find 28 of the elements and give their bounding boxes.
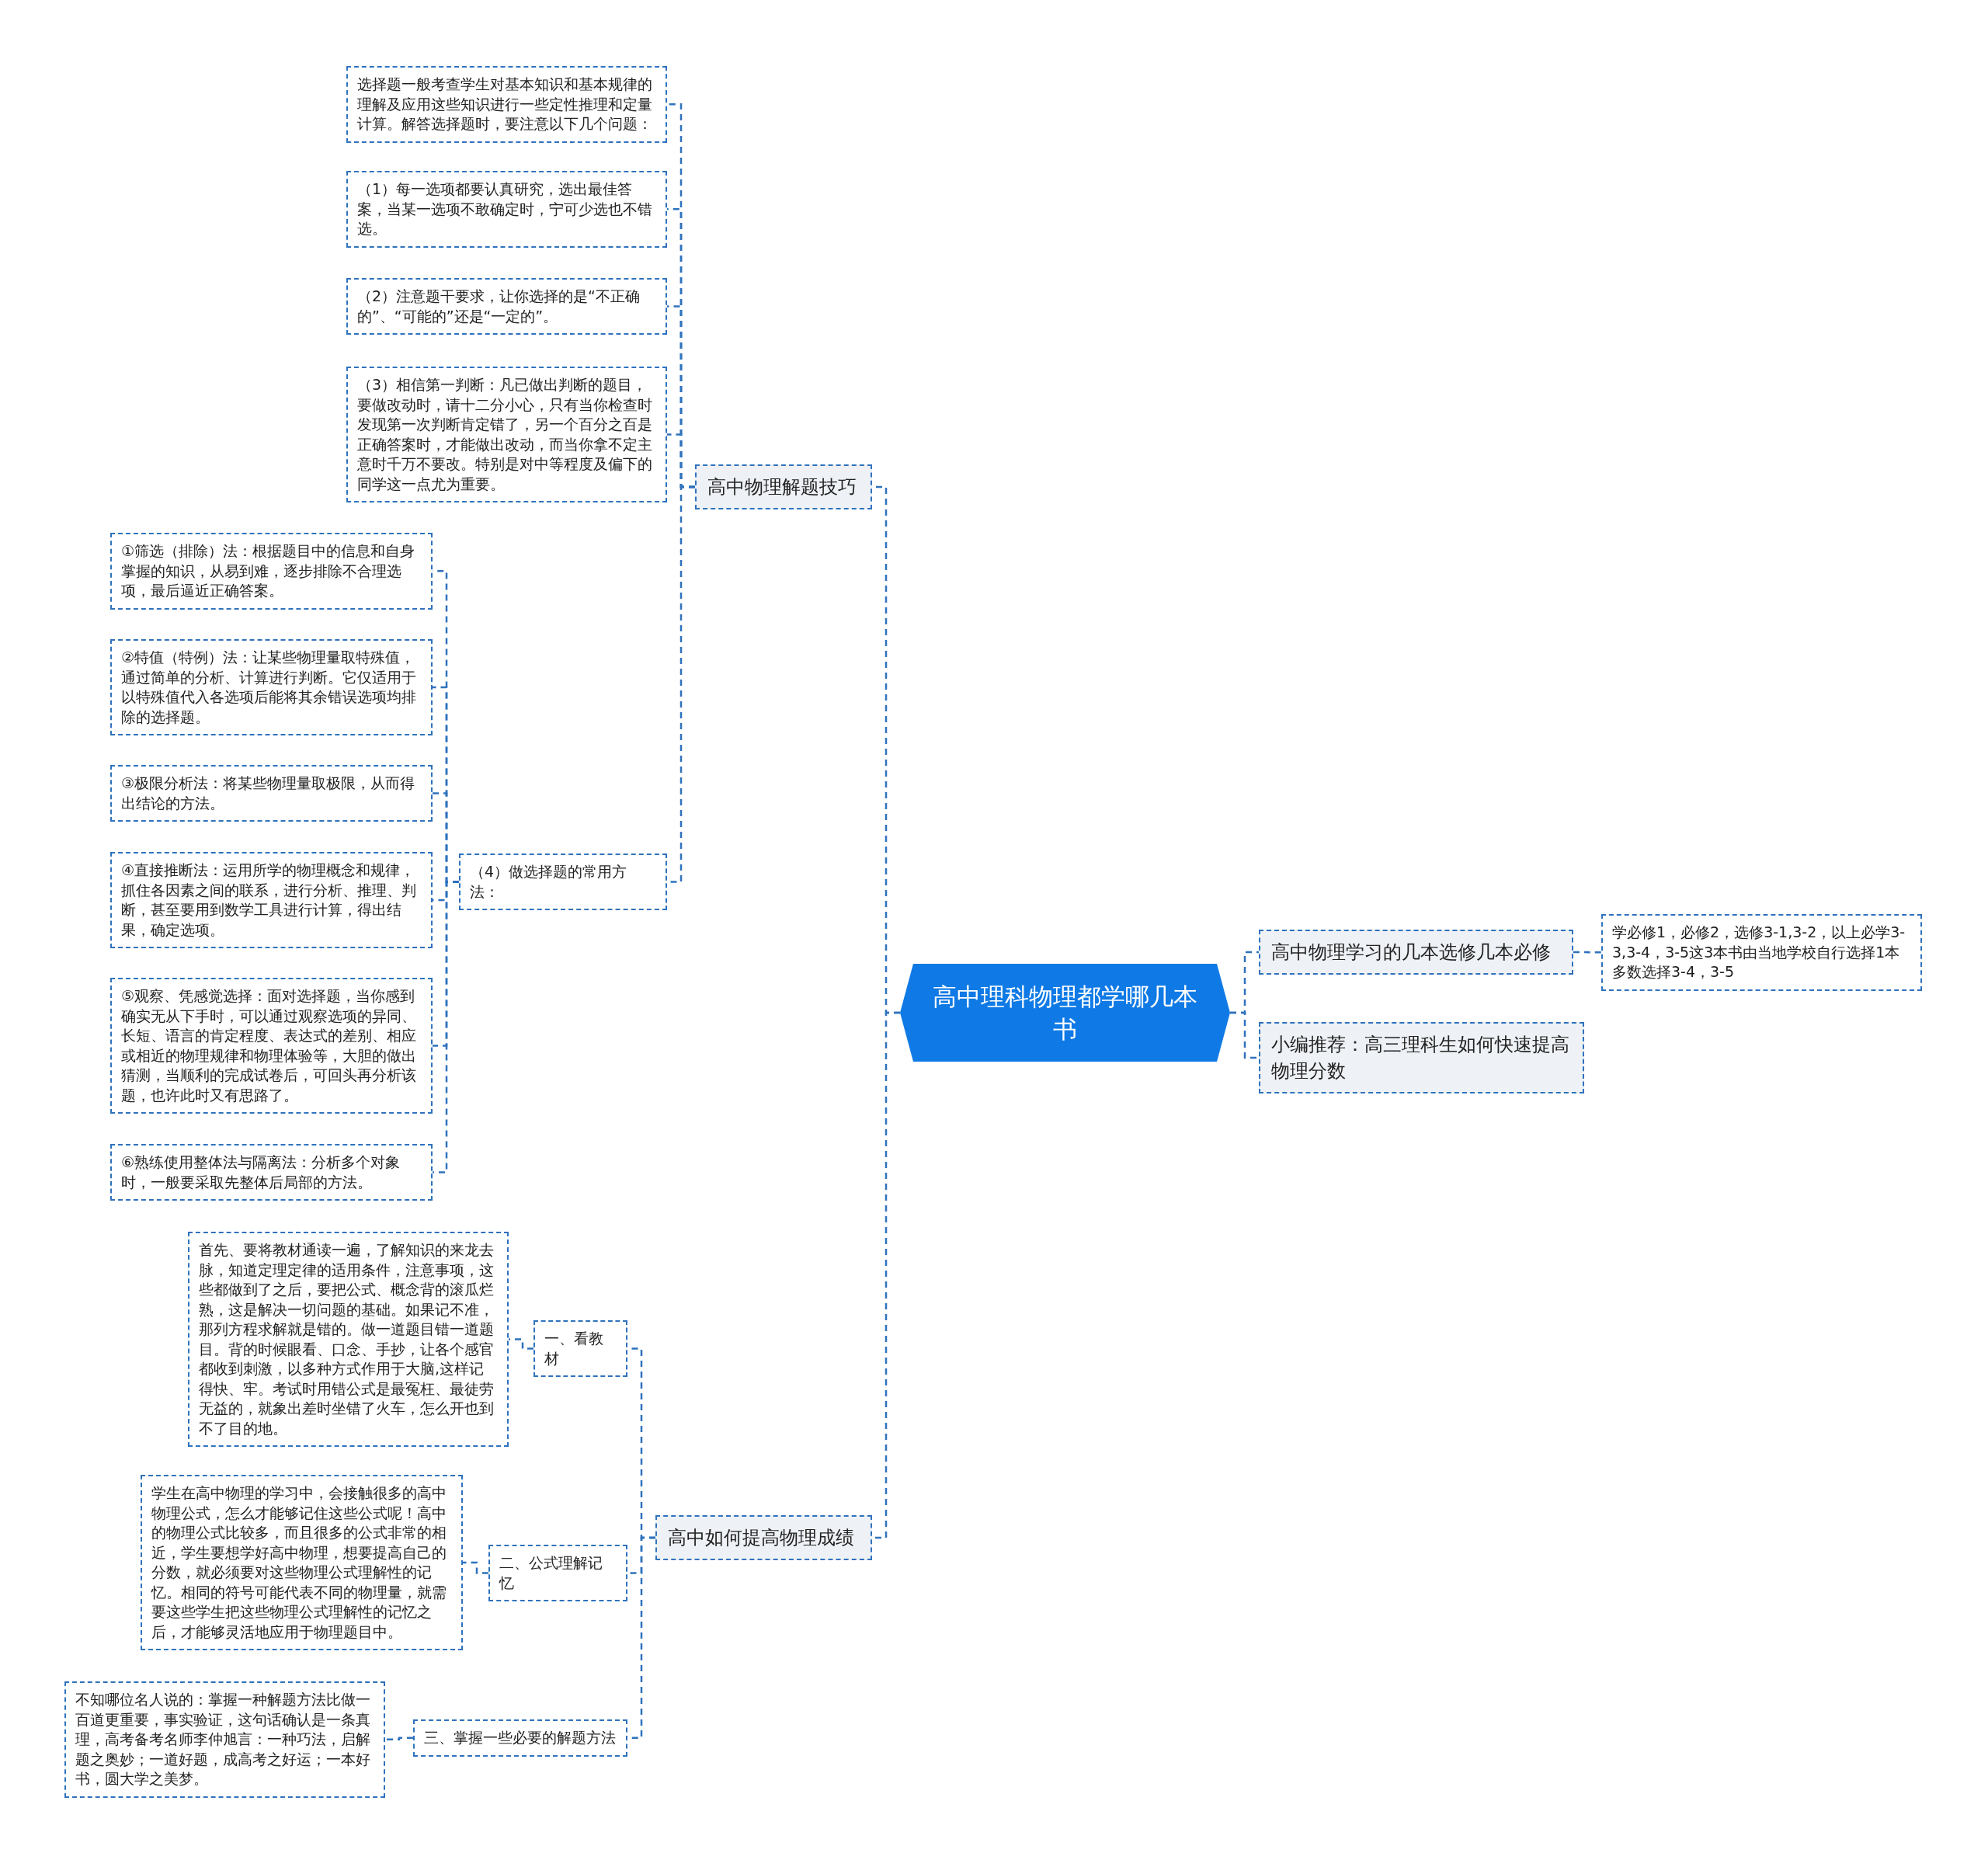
connector-line xyxy=(385,1737,413,1740)
note-box: （3）相信第一判断：凡已做出判断的题目，要做改动时，请十二分小心，只有当你检查时发现第一次判断肯定错了，另一个百分之百是正确答案时，才能做出改动，而当你拿不定主意时千万不要改。特别是对中等程度及偏下的同学这一点尤为重要。 xyxy=(346,367,667,502)
note-box: ①筛选（排除）法：根据题目中的信息和自身掌握的知识，从易到难，逐步排除不合理选项，最后逼近正确答案。 xyxy=(110,533,433,610)
note-box: 首先、要将教材通读一遍，了解知识的来龙去脉，知道定理定律的适用条件，注意事项，这些都做到了之后，要把公式、概念背的滚瓜烂熟，这是解决一切问题的基础。如果记不准，那列方程求解就是错的。做一道题目错一道题目。背的时候眼看、口念、手抄，让各个感官都收到刺激，以多种方式作用于大脑,这样记得快、牢。考试时用错公式是最冤枉、最徒劳无益的，就象出差时坐错了火车，怎么开也到不了目的地。 xyxy=(188,1232,509,1447)
note-box: 选择题一般考查学生对基本知识和基本规律的理解及应用这些知识进行一些定性推理和定量计算。解答选择题时，要注意以下几个问题： xyxy=(346,66,667,143)
note-box: 三、掌握一些必要的解题方法 xyxy=(413,1719,627,1757)
note-box: （4）做选择题的常用方法： xyxy=(459,854,667,910)
topic-box: 高中物理解题技巧 xyxy=(695,464,872,509)
note-box: 学必修1，必修2，选修3-1,3-2，以上必学3-3,3-4，3-5这3本书由当地学校自行选择1本多数选择3-4，3-5 xyxy=(1601,914,1922,991)
note-box: 不知哪位名人说的：掌握一种解题方法比做一百道更重要，事实验证，这句话确认是一条真理，高考备考名师李仲旭言：一种巧法，启解题之奥妙；一道好题，成高考之好运；一本好书，圆大学之美梦。 xyxy=(64,1681,385,1798)
note-box: 一、看教材 xyxy=(533,1320,627,1377)
note-box: ④直接推断法：运用所学的物理概念和规律，抓住各因素之间的联系，进行分析、推理、判断，甚至要用到数学工具进行计算，得出结果，确定选项。 xyxy=(110,852,433,948)
note-box: 学生在高中物理的学习中，会接触很多的高中物理公式，怎么才能够记住这些公式呢！高中的物理公式比较多，而且很多的公式非常的相近，学生要想学好高中物理，想要提高自己的分数，就必须要对这些物理公式理解性的记忆。相同的符号可能代表不同的物理量，就需要这些学生把这些物理公式理解性的记忆之后，才能够灵活地应用于物理题目中。 xyxy=(141,1475,463,1650)
connector-line xyxy=(1573,951,1601,954)
connector-line xyxy=(509,1338,533,1350)
central-topic-hexagon: 高中理科物理都学哪几本书 xyxy=(900,964,1230,1062)
note-box: ⑤观察、凭感觉选择：面对选择题，当你感到确实无从下手时，可以通过观察选项的异同、长短、语言的肯定程度、表达式的差别、相应或相近的物理规律和物理体验等，大胆的做出猜测，当顺利的完成试卷后，可回头再分析该题，也许此时又有思路了。 xyxy=(110,978,433,1114)
note-box: ⑥熟练使用整体法与隔离法：分析多个对象时，一般要采取先整体后局部的方法。 xyxy=(110,1144,433,1201)
note-box: （2）注意题干要求，让你选择的是“不正确的”、“可能的”还是“一定的”。 xyxy=(346,278,667,335)
topic-box: 高中如何提高物理成绩 xyxy=(655,1515,872,1560)
note-box: （1）每一选项都要认真研究，选出最佳答案，当某一选项不敢确定时，宁可少选也不错选。 xyxy=(346,171,667,248)
topic-box: 高中物理学习的几本选修几本必修 xyxy=(1259,930,1573,975)
connector-line xyxy=(1230,1011,1259,1059)
note-box: ②特值（特例）法：让某些物理量取特殊值，通过简单的分析、计算进行判断。它仅适用于以特殊值代入各选项后能将其余错误选项均排除的选择题。 xyxy=(110,639,433,735)
connector-line xyxy=(463,1561,488,1574)
topic-box: 小编推荐：高三理科生如何快速提高物理分数 xyxy=(1259,1022,1584,1093)
note-box: ③极限分析法：将某些物理量取极限，从而得出结论的方法。 xyxy=(110,765,433,822)
note-box: 二、公式理解记忆 xyxy=(488,1545,627,1601)
